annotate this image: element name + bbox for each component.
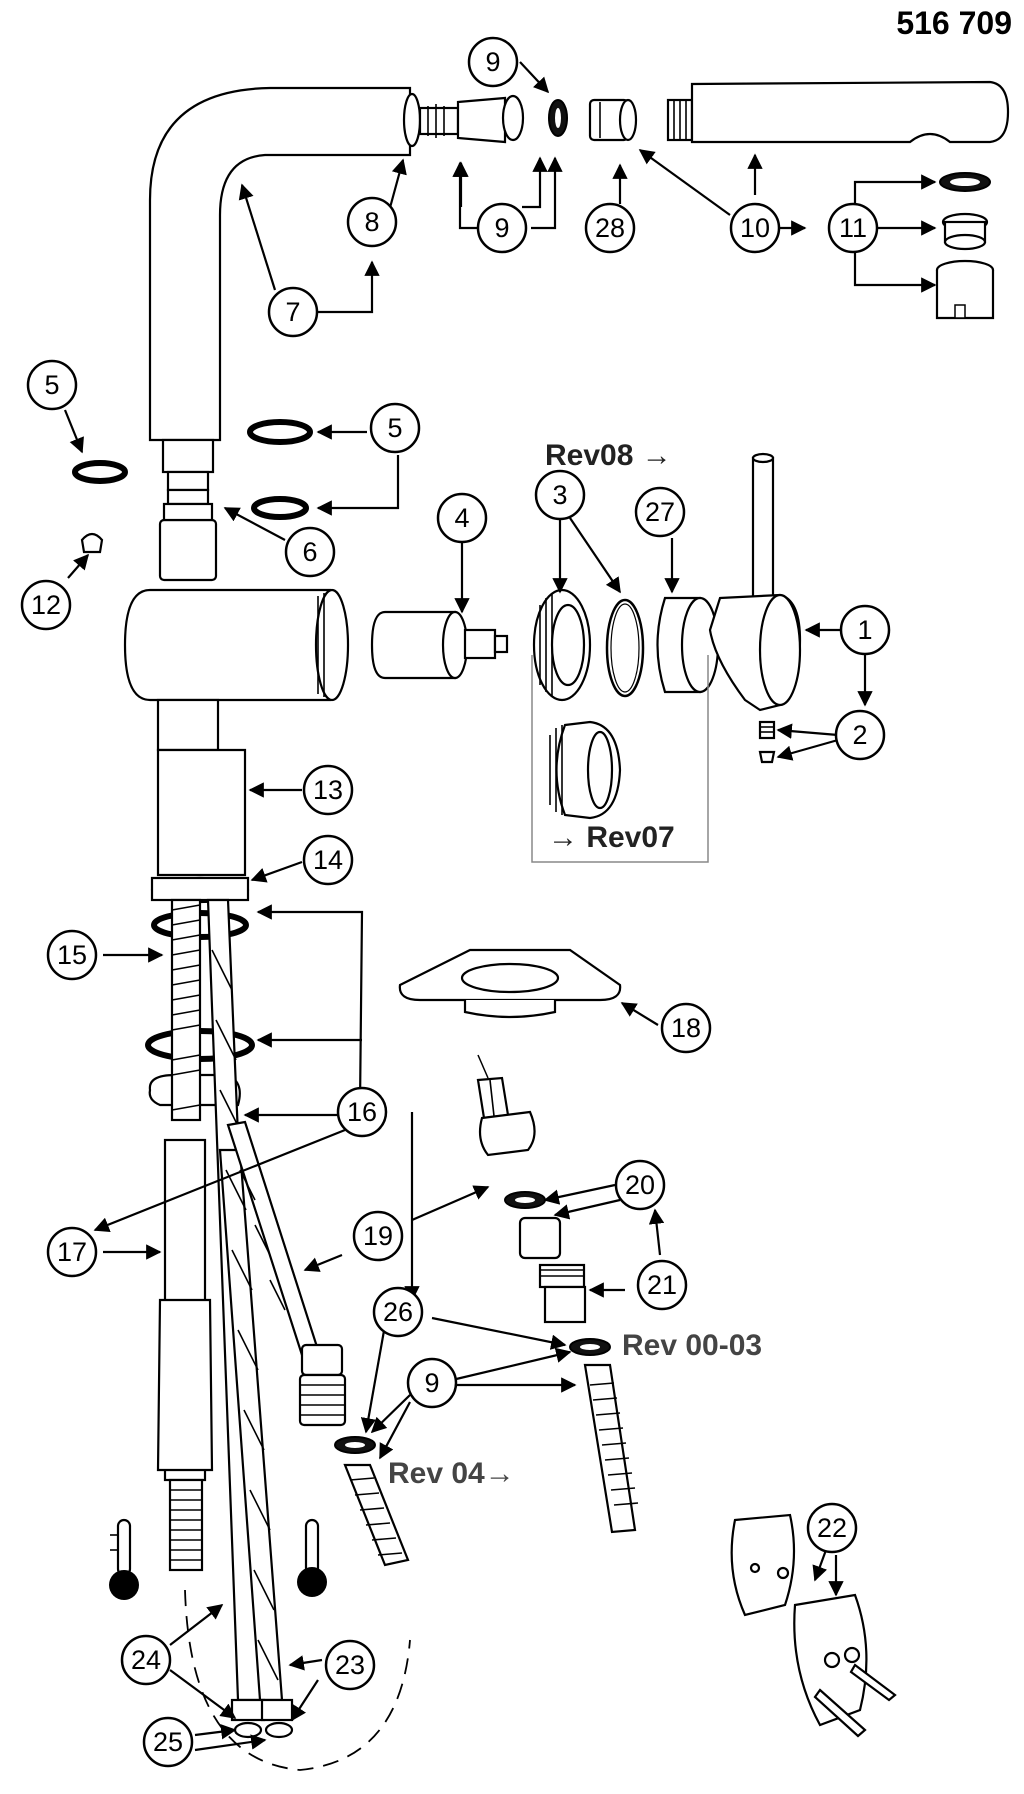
hose-loop-dashed [184, 1589, 411, 1771]
callout-24: 23 [324, 1639, 376, 1691]
cartridge-nut-part [532, 588, 645, 702]
hose-end-left-part [343, 1463, 410, 1567]
seal-ring-part [162, 488, 214, 522]
callout-4: 4 [436, 492, 488, 544]
svg-text:23: 23 [335, 1650, 365, 1680]
svg-text:27: 27 [645, 497, 675, 527]
rev08-label: Rev08 → [545, 439, 672, 472]
lower-seals-part [334, 1338, 611, 1454]
mounting-bracket-part [730, 1513, 897, 1738]
svg-text:4: 4 [454, 503, 469, 533]
svg-text:9: 9 [424, 1368, 439, 1398]
callout-2: 2 [834, 709, 886, 761]
svg-text:7: 7 [285, 297, 300, 327]
threaded-rod-part [170, 898, 202, 1122]
svg-text:14: 14 [313, 845, 343, 875]
svg-text:17: 17 [57, 1237, 87, 1267]
callout-9-lower: 9 [406, 1357, 458, 1409]
svg-text:5: 5 [44, 370, 59, 400]
svg-text:10: 10 [740, 213, 770, 243]
aerator-parts [935, 172, 995, 320]
callout-7: 7 [267, 286, 319, 338]
callout-22: 21 [636, 1259, 688, 1311]
cover-sleeve-part [656, 596, 720, 694]
callout-12: 11 [827, 202, 879, 254]
svg-text:20: 20 [625, 1170, 655, 1200]
callout-27: 26 [372, 1286, 424, 1338]
svg-text:2: 2 [852, 720, 867, 750]
pull-out-hose-part [226, 1120, 347, 1427]
callout-6: 6 [284, 526, 336, 578]
callout-5-left: 5 [26, 359, 78, 411]
svg-text:16: 16 [347, 1097, 377, 1127]
rev07-label: → Rev07 [548, 821, 675, 854]
callout-29: 28 [584, 202, 636, 254]
hose-end-right-part [583, 1363, 639, 1534]
callout-20: 19 [352, 1210, 404, 1262]
callout-17: 16 [336, 1086, 388, 1138]
callout-5-right: 5 [369, 402, 421, 454]
svg-text:25: 25 [153, 1727, 183, 1757]
svg-text:1: 1 [857, 615, 872, 645]
spout-connector-part [402, 92, 568, 148]
base-sleeve-part [150, 698, 250, 904]
svg-text:12: 12 [31, 590, 61, 620]
callout-18: 17 [46, 1226, 98, 1278]
callout-13: 12 [20, 579, 72, 631]
svg-text:9: 9 [494, 213, 509, 243]
lever-handle-part [708, 452, 802, 712]
callout-14: 13 [302, 764, 354, 816]
callout-21: 20 [614, 1159, 666, 1211]
callout-16: 15 [46, 929, 98, 981]
svg-text:26: 26 [383, 1297, 413, 1327]
mixer-body-part [123, 588, 350, 702]
o-rings-5 [72, 419, 313, 520]
thermometer-icon-cold [109, 1518, 139, 1600]
svg-text:3: 3 [552, 480, 567, 510]
callout-1: 1 [839, 604, 891, 656]
spray-head-part [666, 80, 1010, 144]
insert-part [588, 98, 638, 142]
supply-hoses-part [206, 898, 294, 1739]
callout-11: 10 [729, 202, 781, 254]
svg-text:5: 5 [387, 413, 402, 443]
cartridge-part [370, 610, 509, 680]
svg-text:11: 11 [839, 213, 867, 243]
callout-15: 14 [302, 834, 354, 886]
svg-text:9: 9 [485, 47, 500, 77]
thermometer-icon-hot [297, 1518, 327, 1597]
leader-lines [63, 61, 937, 1752]
svg-text:19: 19 [363, 1221, 393, 1251]
callout-10: 9 [467, 36, 519, 88]
drawing-number: 516 709 [896, 5, 1012, 41]
callout-9-upper: 9 [476, 202, 528, 254]
hose-connector-part [476, 1054, 587, 1324]
set-screw-part [758, 720, 776, 764]
svg-text:8: 8 [364, 207, 379, 237]
callout-28: 27 [634, 486, 686, 538]
svg-text:15: 15 [57, 940, 87, 970]
escutcheon-part [398, 948, 622, 1019]
svg-text:28: 28 [595, 213, 625, 243]
callout-8: 8 [346, 196, 398, 248]
rev04-label: Rev 04→ [388, 1457, 515, 1490]
rev00-03-label: Rev 00-03 [622, 1329, 762, 1362]
callout-25: 24 [120, 1634, 172, 1686]
svg-text:22: 22 [817, 1513, 847, 1543]
callout-19: 18 [660, 1002, 712, 1054]
spout-part [148, 86, 412, 582]
rev07-alt-nut [531, 655, 709, 863]
plug-part [80, 532, 104, 554]
svg-text:18: 18 [671, 1013, 701, 1043]
callout-26: 25 [142, 1716, 194, 1768]
callout-3: 3 [534, 469, 586, 521]
svg-text:13: 13 [313, 775, 343, 805]
svg-text:21: 21 [647, 1270, 677, 1300]
svg-text:24: 24 [131, 1645, 161, 1675]
svg-text:6: 6 [302, 537, 317, 567]
support-tube-part [156, 1138, 214, 1572]
callout-23: 22 [806, 1502, 858, 1554]
